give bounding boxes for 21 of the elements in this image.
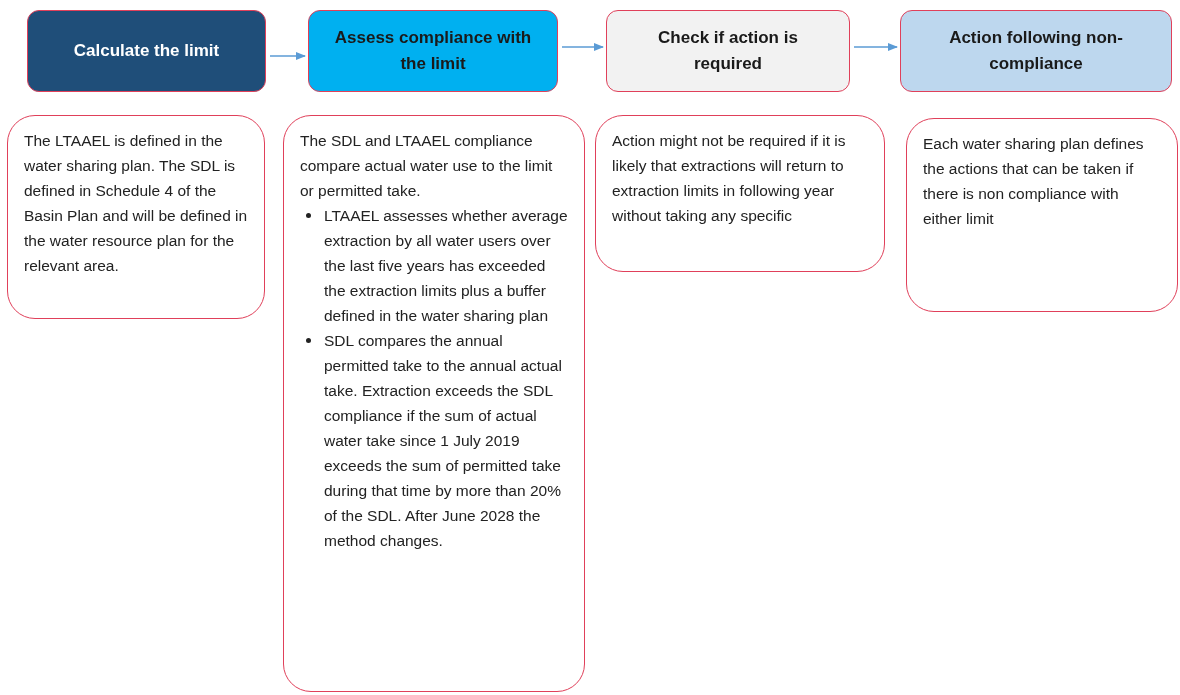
- step-title: Calculate the limit: [73, 40, 220, 62]
- arrow: [853, 42, 899, 52]
- bullet-text: SDL compares the annual permitted take to the annual actual take. Extraction exceeds the SDL compliance if the sum of actual water take since 1 July 2019 exceeds the sum of permitted take during that time by more than 20% of the SDL. After June 2028 the method changes.: [324, 331, 563, 551]
- step-box: [27, 10, 266, 92]
- step-box: [308, 10, 558, 92]
- bullet-text: LTAAEL assesses whether average extraction by all water users over the last five years has exceeded the extraction limits plus a buffer defined in the water sharing plan: [324, 206, 568, 326]
- description-text: The LTAAEL is defined in the water sharing plan. The SDL is defined in Schedule 4 of the Basin Plan and will be defined in the water resource plan for the relevant area.: [24, 131, 248, 276]
- arrow: [561, 42, 605, 52]
- arrow: [269, 51, 307, 61]
- description-text: Action might not be required if it is likely that extractions will return to extraction limits in following year without taking any specific: [612, 131, 847, 226]
- step-title: Check if action is required: [657, 27, 799, 75]
- description-box: [906, 118, 1178, 312]
- step-title: Action following non-compliance: [948, 27, 1124, 75]
- description-box: [7, 115, 265, 319]
- step-box: [900, 10, 1172, 92]
- description-box: [283, 115, 585, 692]
- description-box: [595, 115, 885, 272]
- description-text: The SDL and LTAAEL compliance compare actual water use to the limit or permitted take.: [300, 131, 554, 201]
- step-box: [606, 10, 850, 92]
- description-text: Each water sharing plan defines the actions that can be taken if there is non compliance with either limit: [923, 134, 1145, 229]
- step-title: Assess compliance with the limit: [333, 27, 533, 75]
